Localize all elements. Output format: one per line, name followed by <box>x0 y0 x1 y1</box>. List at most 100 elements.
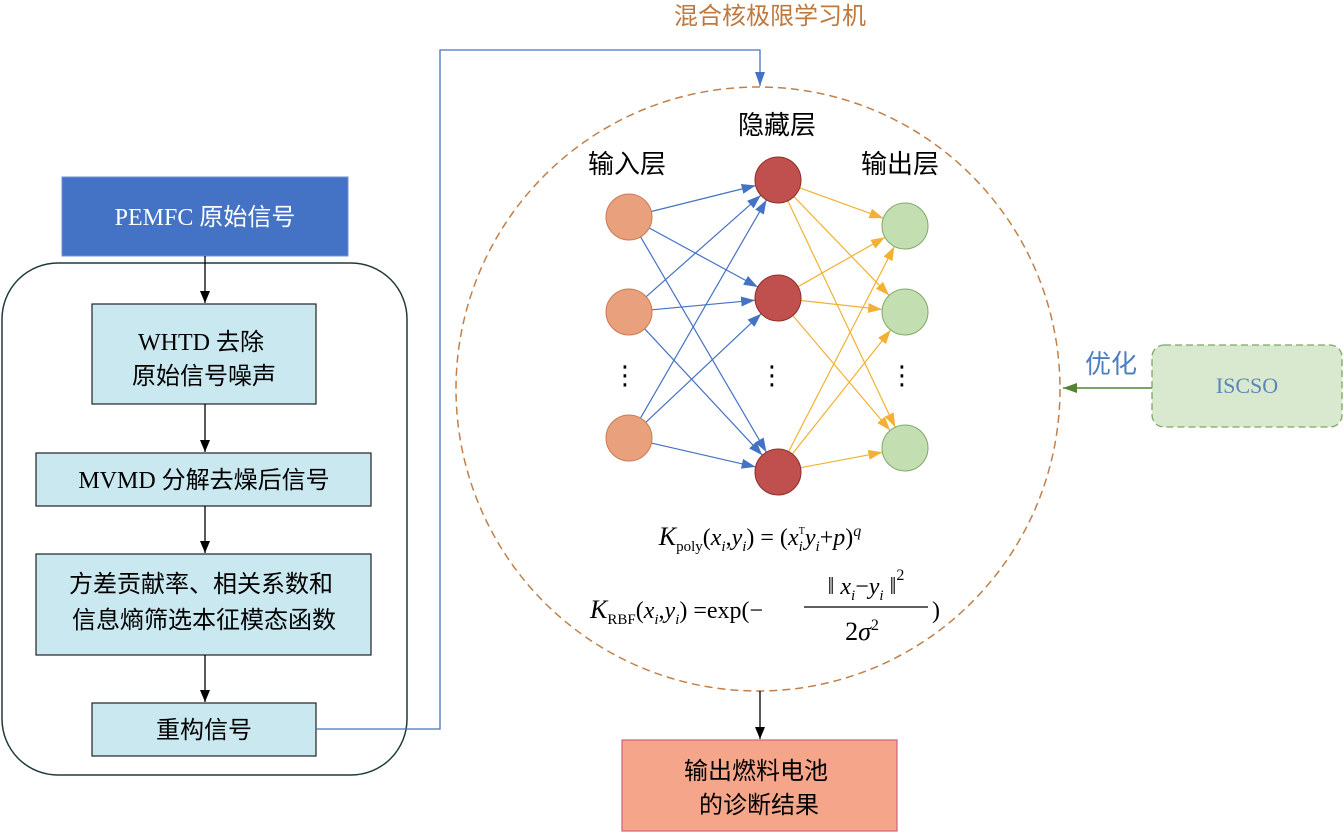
rbf-numerator: ‖ xi−yi ‖2 <box>828 567 905 604</box>
result-label-line: 输出燃料电池 <box>684 758 828 785</box>
output-ellipsis: ⋮ <box>889 361 915 391</box>
input-hidden-edge <box>651 296 756 311</box>
input-node <box>605 193 653 241</box>
input-hidden-edge <box>645 194 762 298</box>
formula-term: + <box>820 525 834 551</box>
formula-subscript: i <box>879 588 883 604</box>
formula-term: − <box>855 574 869 600</box>
input-hidden-edge <box>644 328 763 456</box>
select-imf-label-line: 信息熵筛选本征模态函数 <box>72 607 336 634</box>
preprocessing-flow: PEMFC 原始信号 WHTD 去除 原始信号噪声 MVMD 分解去燥后信号 方… <box>1 176 408 776</box>
input-layer-label: 输入层 <box>588 150 666 179</box>
denoise-label: WHTD 去除 原始信号噪声 <box>132 329 276 390</box>
optimize-label: 优化 <box>1085 350 1137 379</box>
hidden-layer-label: 隐藏层 <box>738 111 816 140</box>
rbf-kernel-formula: KRBF(xi,yi) =exp(− ‖ xi−yi ‖2 2σ2 ) <box>589 567 940 646</box>
input-node <box>605 288 653 336</box>
hidden-output-edge <box>800 299 883 313</box>
source-label: PEMFC 原始信号 <box>115 204 296 231</box>
input-hidden-edge <box>651 184 756 213</box>
formula-term: , <box>659 598 665 624</box>
rbf-lhs: KRBF(xi,yi) =exp(− <box>589 595 763 628</box>
hidden-output-edge <box>799 187 884 219</box>
formula-term: y <box>803 525 816 551</box>
formula-term: ) <box>932 598 940 624</box>
hidden-layer-nodes <box>754 156 802 496</box>
formula-term: x <box>710 525 722 551</box>
formula-term: ‖ <box>884 574 897 600</box>
formula-term: x <box>839 574 851 600</box>
network-edges <box>639 184 896 469</box>
formula-term: x <box>643 598 655 624</box>
rbf-denominator: 2σ2 <box>845 617 879 646</box>
formula-subscript: i <box>654 612 658 628</box>
denoise-label-line: 原始信号噪声 <box>132 363 276 390</box>
formula-term: ( <box>636 598 644 624</box>
formula-term: x <box>787 525 799 551</box>
hidden-ellipsis: ⋮ <box>759 361 785 391</box>
hidden-output-edge <box>797 236 886 288</box>
select-imf-box <box>35 553 372 656</box>
input-ellipsis: ⋮ <box>612 361 638 391</box>
hidden-node <box>754 274 802 322</box>
input-hidden-edge <box>651 442 756 469</box>
reconstruct-label: 重构信号 <box>156 717 252 744</box>
formula-term: K <box>658 522 678 551</box>
hidden-output-edge <box>791 329 892 455</box>
hidden-output-edge <box>788 246 895 452</box>
formula-term: K <box>589 595 609 624</box>
input-node <box>605 414 653 462</box>
formula-term: ‖ <box>828 574 841 600</box>
formula-subscript: i <box>851 588 855 604</box>
hidden-output-edge <box>800 449 883 469</box>
formula-term: ) = ( <box>746 525 788 551</box>
output-node <box>881 288 929 336</box>
formula-subscript: i <box>816 539 820 555</box>
formula-term: ( <box>703 525 711 551</box>
hidden-output-edge <box>787 200 896 428</box>
formula-term: y <box>663 598 676 624</box>
formula-term: y <box>867 574 880 600</box>
decompose-label: MVMD 分解去燥后信号 <box>78 467 329 494</box>
input-layer-nodes <box>605 193 653 462</box>
hidden-output-edge <box>792 315 891 431</box>
formula-term: ) <box>845 525 853 551</box>
input-hidden-edge <box>640 236 767 453</box>
formula-subscript: i <box>721 539 725 555</box>
hidden-node <box>754 448 802 496</box>
formula-subscript: poly <box>676 539 703 555</box>
result-label: 输出燃料电池 的诊断结果 <box>684 758 834 819</box>
formula-superscript: q <box>853 523 861 540</box>
formula-subscript: i <box>675 612 679 628</box>
formula-superscript: 2 <box>871 617 879 634</box>
hidden-node <box>754 156 802 204</box>
formula-superscript: T <box>799 526 805 537</box>
output-node <box>881 424 929 472</box>
formula-subscript: RBF <box>607 612 635 628</box>
poly-kernel-formula: Kpoly(xi,yi) = (xiTyi+p)q <box>658 522 862 555</box>
formula-term: p <box>831 525 845 551</box>
model-boundary <box>455 86 1061 692</box>
formula-term: , <box>726 525 732 551</box>
result-box <box>621 739 898 832</box>
formula-superscript: 2 <box>896 567 904 584</box>
input-hidden-edge <box>648 227 759 288</box>
connector-arrow <box>316 49 765 730</box>
output-node <box>881 202 929 250</box>
reconstruct-box <box>91 702 317 757</box>
select-imf-label: 方差贡献率、相关系数和 信息熵筛选本征模态函数 <box>69 571 339 634</box>
output-layer-label: 输出层 <box>861 150 939 179</box>
decompose-box <box>35 452 372 507</box>
formula-term: y <box>730 525 743 551</box>
denoise-label-line: WHTD 去除 <box>138 329 264 356</box>
input-hidden-edge <box>639 199 768 419</box>
optimizer-box <box>1151 344 1343 428</box>
formula-term: 2 <box>845 617 858 646</box>
result-label-line: 的诊断结果 <box>699 792 819 819</box>
formula-subscript: i <box>742 539 746 555</box>
formula-subscript: i <box>799 539 803 555</box>
hidden-output-edge <box>793 196 890 296</box>
diagram-title: 混合核极限学习机 <box>674 3 866 30</box>
output-layer-nodes <box>881 202 929 472</box>
